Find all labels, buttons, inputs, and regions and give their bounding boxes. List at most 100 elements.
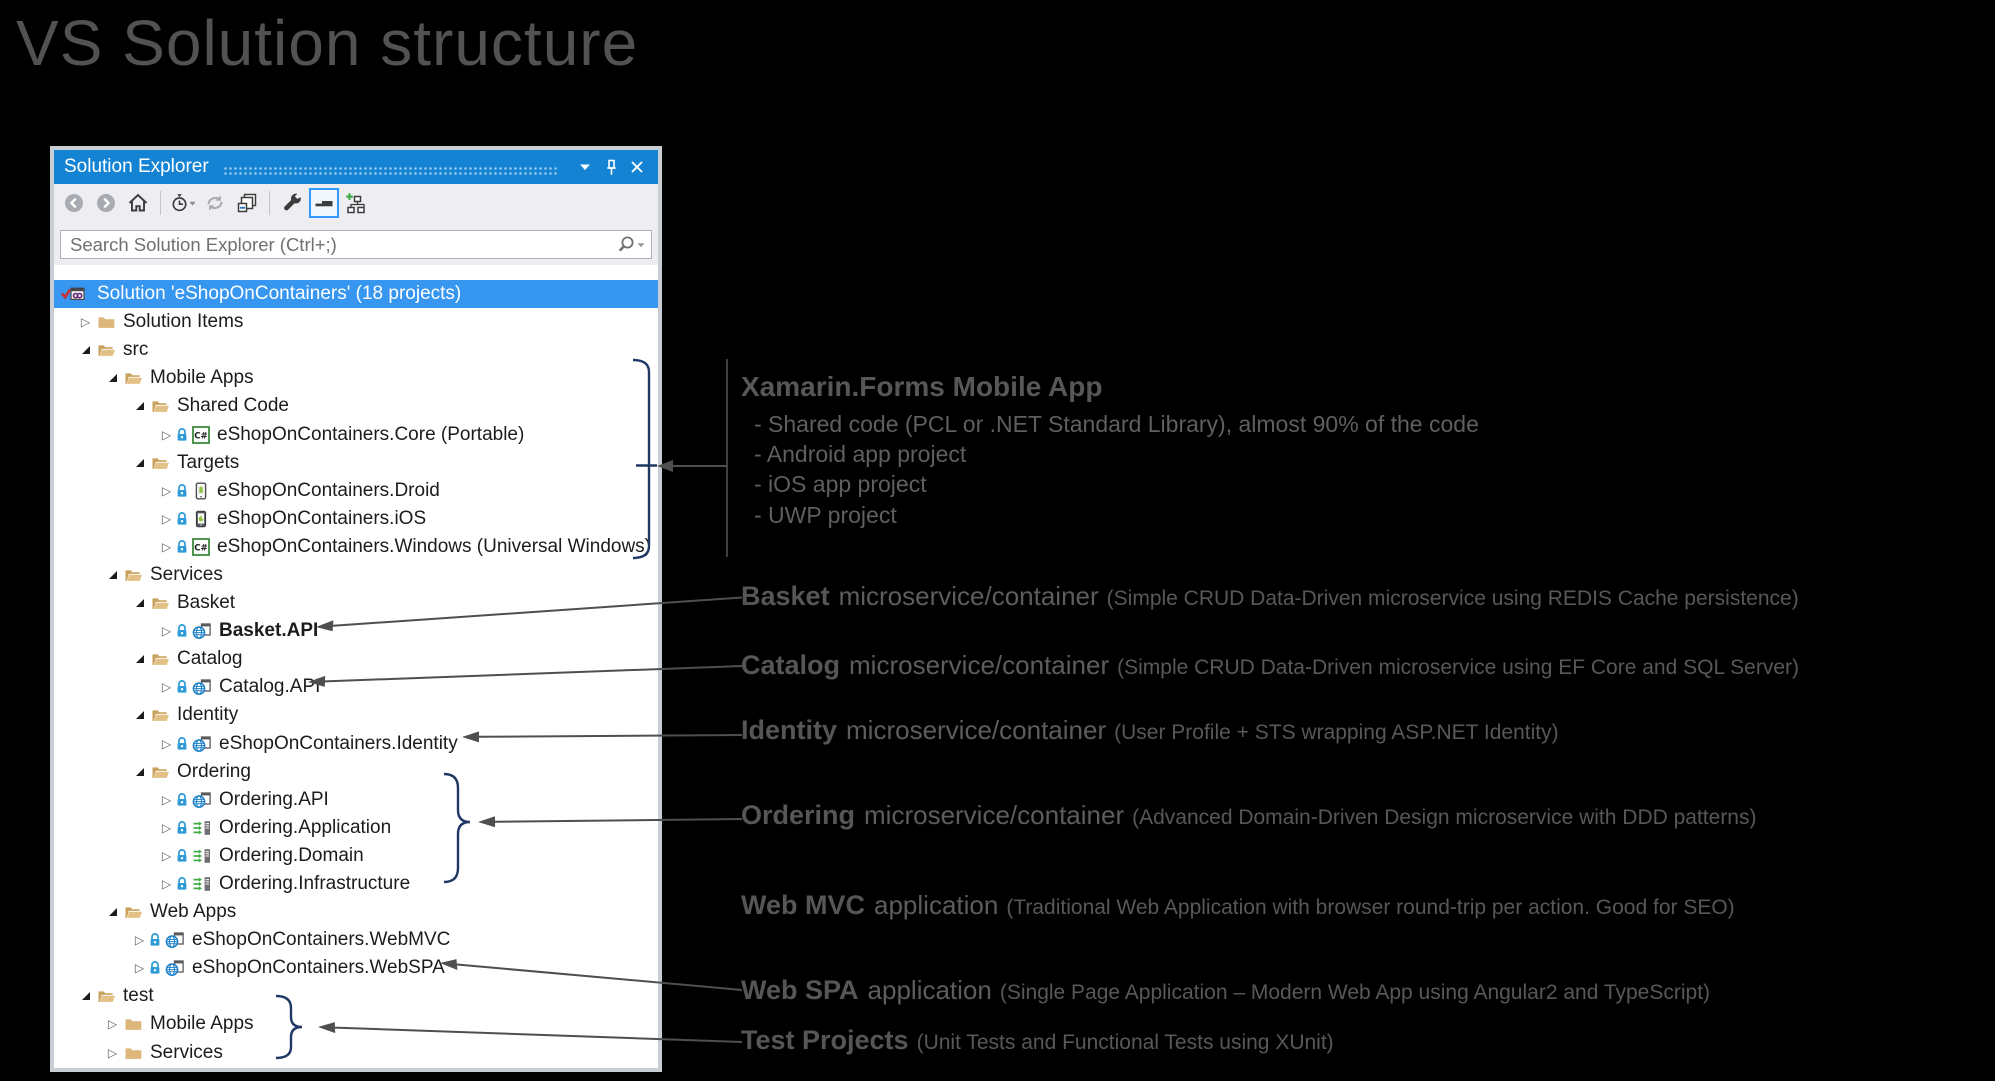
tree-item-eshoponcontainers-droid[interactable]: ▷eShopOnContainers.Droid <box>54 477 658 505</box>
tree-item-label: eShopOnContainers.Core (Portable) <box>217 423 525 445</box>
tree-item-solution-items[interactable]: ▷Solution Items <box>54 308 658 336</box>
tree-item-services[interactable]: ▷ Services <box>54 1039 658 1067</box>
tree-item-eshoponcontainers-webspa[interactable]: ▷eShopOnContainers.WebSPA <box>54 954 658 982</box>
tree-item-label: eShopOnContainers.Identity <box>219 732 458 754</box>
tree-item-label: Catalog <box>177 648 243 670</box>
forward-icon[interactable] <box>91 188 121 218</box>
close-icon[interactable] <box>624 154 650 180</box>
tree-item-eshoponcontainers-core-portable[interactable]: ▷C#eShopOnContainers.Core (Portable) <box>54 420 658 448</box>
lock-icon <box>149 932 163 948</box>
back-icon[interactable] <box>59 188 89 218</box>
tree-item-label: Basket.API <box>219 620 319 642</box>
tree-item-label: Ordering.API <box>219 788 329 810</box>
tree-item-ordering-api[interactable]: ▷ Ordering.API <box>54 786 658 814</box>
expander-collapsed-icon[interactable]: ▷ <box>161 680 172 695</box>
expander-collapsed-icon[interactable]: ▷ <box>134 961 145 976</box>
annotation-paren: (Advanced Domain-Driven Design microserv… <box>1132 806 1757 829</box>
show-on-code-map-icon[interactable] <box>341 188 371 218</box>
expander-expanded-icon[interactable] <box>103 369 122 387</box>
panel-titlebar[interactable]: Solution Explorer <box>54 150 658 184</box>
tree-item-shared-code[interactable]: Shared Code <box>54 392 658 420</box>
tree-item-label: Ordering <box>177 760 251 782</box>
search-input[interactable]: Search Solution Explorer (Ctrl+;) <box>60 230 652 259</box>
folder-open-icon <box>151 594 170 612</box>
pending-changes-filter-icon[interactable] <box>168 188 198 218</box>
expander-collapsed-icon[interactable]: ▷ <box>161 511 172 526</box>
tree-item-targets[interactable]: Targets <box>54 449 658 477</box>
classlib-project-icon <box>192 875 212 893</box>
tree-item-label: Services <box>150 1041 223 1063</box>
tree-item-catalog[interactable]: Catalog <box>54 645 658 673</box>
expander-collapsed-icon[interactable]: ▷ <box>161 427 172 442</box>
window-position-icon[interactable] <box>572 154 598 180</box>
preview-selected-items-icon[interactable] <box>309 188 339 218</box>
expander-collapsed-icon[interactable]: ▷ <box>161 483 172 498</box>
collapse-all-icon[interactable] <box>232 188 262 218</box>
expander-collapsed-icon[interactable]: ▷ <box>161 736 172 751</box>
expander-collapsed-icon[interactable]: ▷ <box>107 1045 118 1060</box>
tree-item-src[interactable]: src <box>54 336 658 364</box>
expander-expanded-icon[interactable] <box>130 706 149 724</box>
tree-item-label: test <box>123 985 154 1007</box>
web-project-icon <box>165 931 185 949</box>
expander-collapsed-icon[interactable]: ▷ <box>80 315 91 330</box>
expander-expanded-icon[interactable] <box>130 397 149 415</box>
lock-icon <box>176 736 190 752</box>
tree-item-test[interactable]: test <box>54 982 658 1010</box>
search-row: Search Solution Explorer (Ctrl+;) <box>54 222 658 265</box>
tree-item-label: eShopOnContainers.WebMVC <box>192 929 451 951</box>
expander-expanded-icon[interactable] <box>130 594 149 612</box>
expander-collapsed-icon[interactable]: ▷ <box>134 933 145 948</box>
tree-item-ordering[interactable]: Ordering <box>54 758 658 786</box>
tree-item-eshoponcontainers-windows-universal-windows[interactable]: ▷C#eShopOnContainers.Windows (Universal … <box>54 533 658 561</box>
expander-collapsed-icon[interactable]: ▷ <box>161 539 172 554</box>
tree-item-identity[interactable]: Identity <box>54 701 658 729</box>
expander-expanded-icon[interactable] <box>130 454 149 472</box>
tree-item-mobile-apps[interactable]: Mobile Apps <box>54 364 658 392</box>
annotation-lead: Ordering <box>741 800 856 830</box>
expander-collapsed-icon[interactable]: ▷ <box>161 820 172 835</box>
expander-collapsed-icon[interactable]: ▷ <box>161 877 172 892</box>
sync-icon[interactable] <box>200 188 230 218</box>
tree-item-basket[interactable]: Basket <box>54 589 658 617</box>
home-icon[interactable] <box>123 188 153 218</box>
expander-collapsed-icon[interactable]: ▷ <box>161 792 172 807</box>
tree-item-web-apps[interactable]: Web Apps <box>54 898 658 926</box>
tree-item-mobile-apps[interactable]: ▷Mobile Apps <box>54 1010 658 1038</box>
tree-item-basket-api[interactable]: ▷ Basket.API <box>54 617 658 645</box>
tree-item-eshoponcontainers-webmvc[interactable]: ▷ eShopOnContainers.WebMVC <box>54 926 658 954</box>
tree-item-label: Ordering.Infrastructure <box>219 873 411 895</box>
expander-collapsed-icon[interactable]: ▷ <box>161 848 172 863</box>
tree-item-catalog-api[interactable]: ▷Catalog.API <box>54 673 658 701</box>
expanded-triangle <box>135 458 144 467</box>
tree-item-ordering-application[interactable]: ▷Ordering.Application <box>54 814 658 842</box>
annotation-lead: Web SPA <box>741 975 859 1005</box>
titlebar-grip[interactable] <box>222 165 558 175</box>
expander-expanded-icon[interactable] <box>76 341 95 359</box>
expander-expanded-icon[interactable] <box>130 650 149 668</box>
tree-item-ordering-domain[interactable]: ▷Ordering.Domain <box>54 842 658 870</box>
expander-expanded-icon[interactable] <box>103 566 122 584</box>
expander-expanded-icon[interactable] <box>103 903 122 921</box>
pin-icon[interactable] <box>598 154 624 180</box>
tree-item-solution-eshoponcontainers-18-projects[interactable]: Solution 'eShopOnContainers' (18 project… <box>54 280 658 309</box>
expander-expanded-icon[interactable] <box>130 763 149 781</box>
expander-expanded-icon[interactable] <box>76 987 95 1005</box>
lock-icon <box>176 511 190 527</box>
toolbar-separator <box>160 191 161 215</box>
properties-icon[interactable] <box>277 188 307 218</box>
solution-explorer-panel: Solution Explorer Search Solution Explor… <box>50 146 662 1072</box>
expanded-triangle <box>108 374 117 383</box>
tree-item-ordering-infrastructure[interactable]: ▷ Ordering.Infrastructure <box>54 870 658 898</box>
tree-item-services[interactable]: Services <box>54 561 658 589</box>
expander-collapsed-icon[interactable]: ▷ <box>107 1017 118 1032</box>
lock-icon <box>176 820 190 836</box>
search-icon[interactable] <box>616 235 648 254</box>
tree-item-eshoponcontainers-ios[interactable]: ▷ eShopOnContainers.iOS <box>54 505 658 533</box>
tree-item-label: eShopOnContainers.iOS <box>217 507 427 529</box>
annotation-lead: Test Projects <box>741 1025 909 1055</box>
expander-collapsed-icon[interactable]: ▷ <box>161 624 172 639</box>
arrow-mobile-apps <box>657 460 727 472</box>
tree-item-eshoponcontainers-identity[interactable]: ▷ eShopOnContainers.Identity <box>54 730 658 758</box>
